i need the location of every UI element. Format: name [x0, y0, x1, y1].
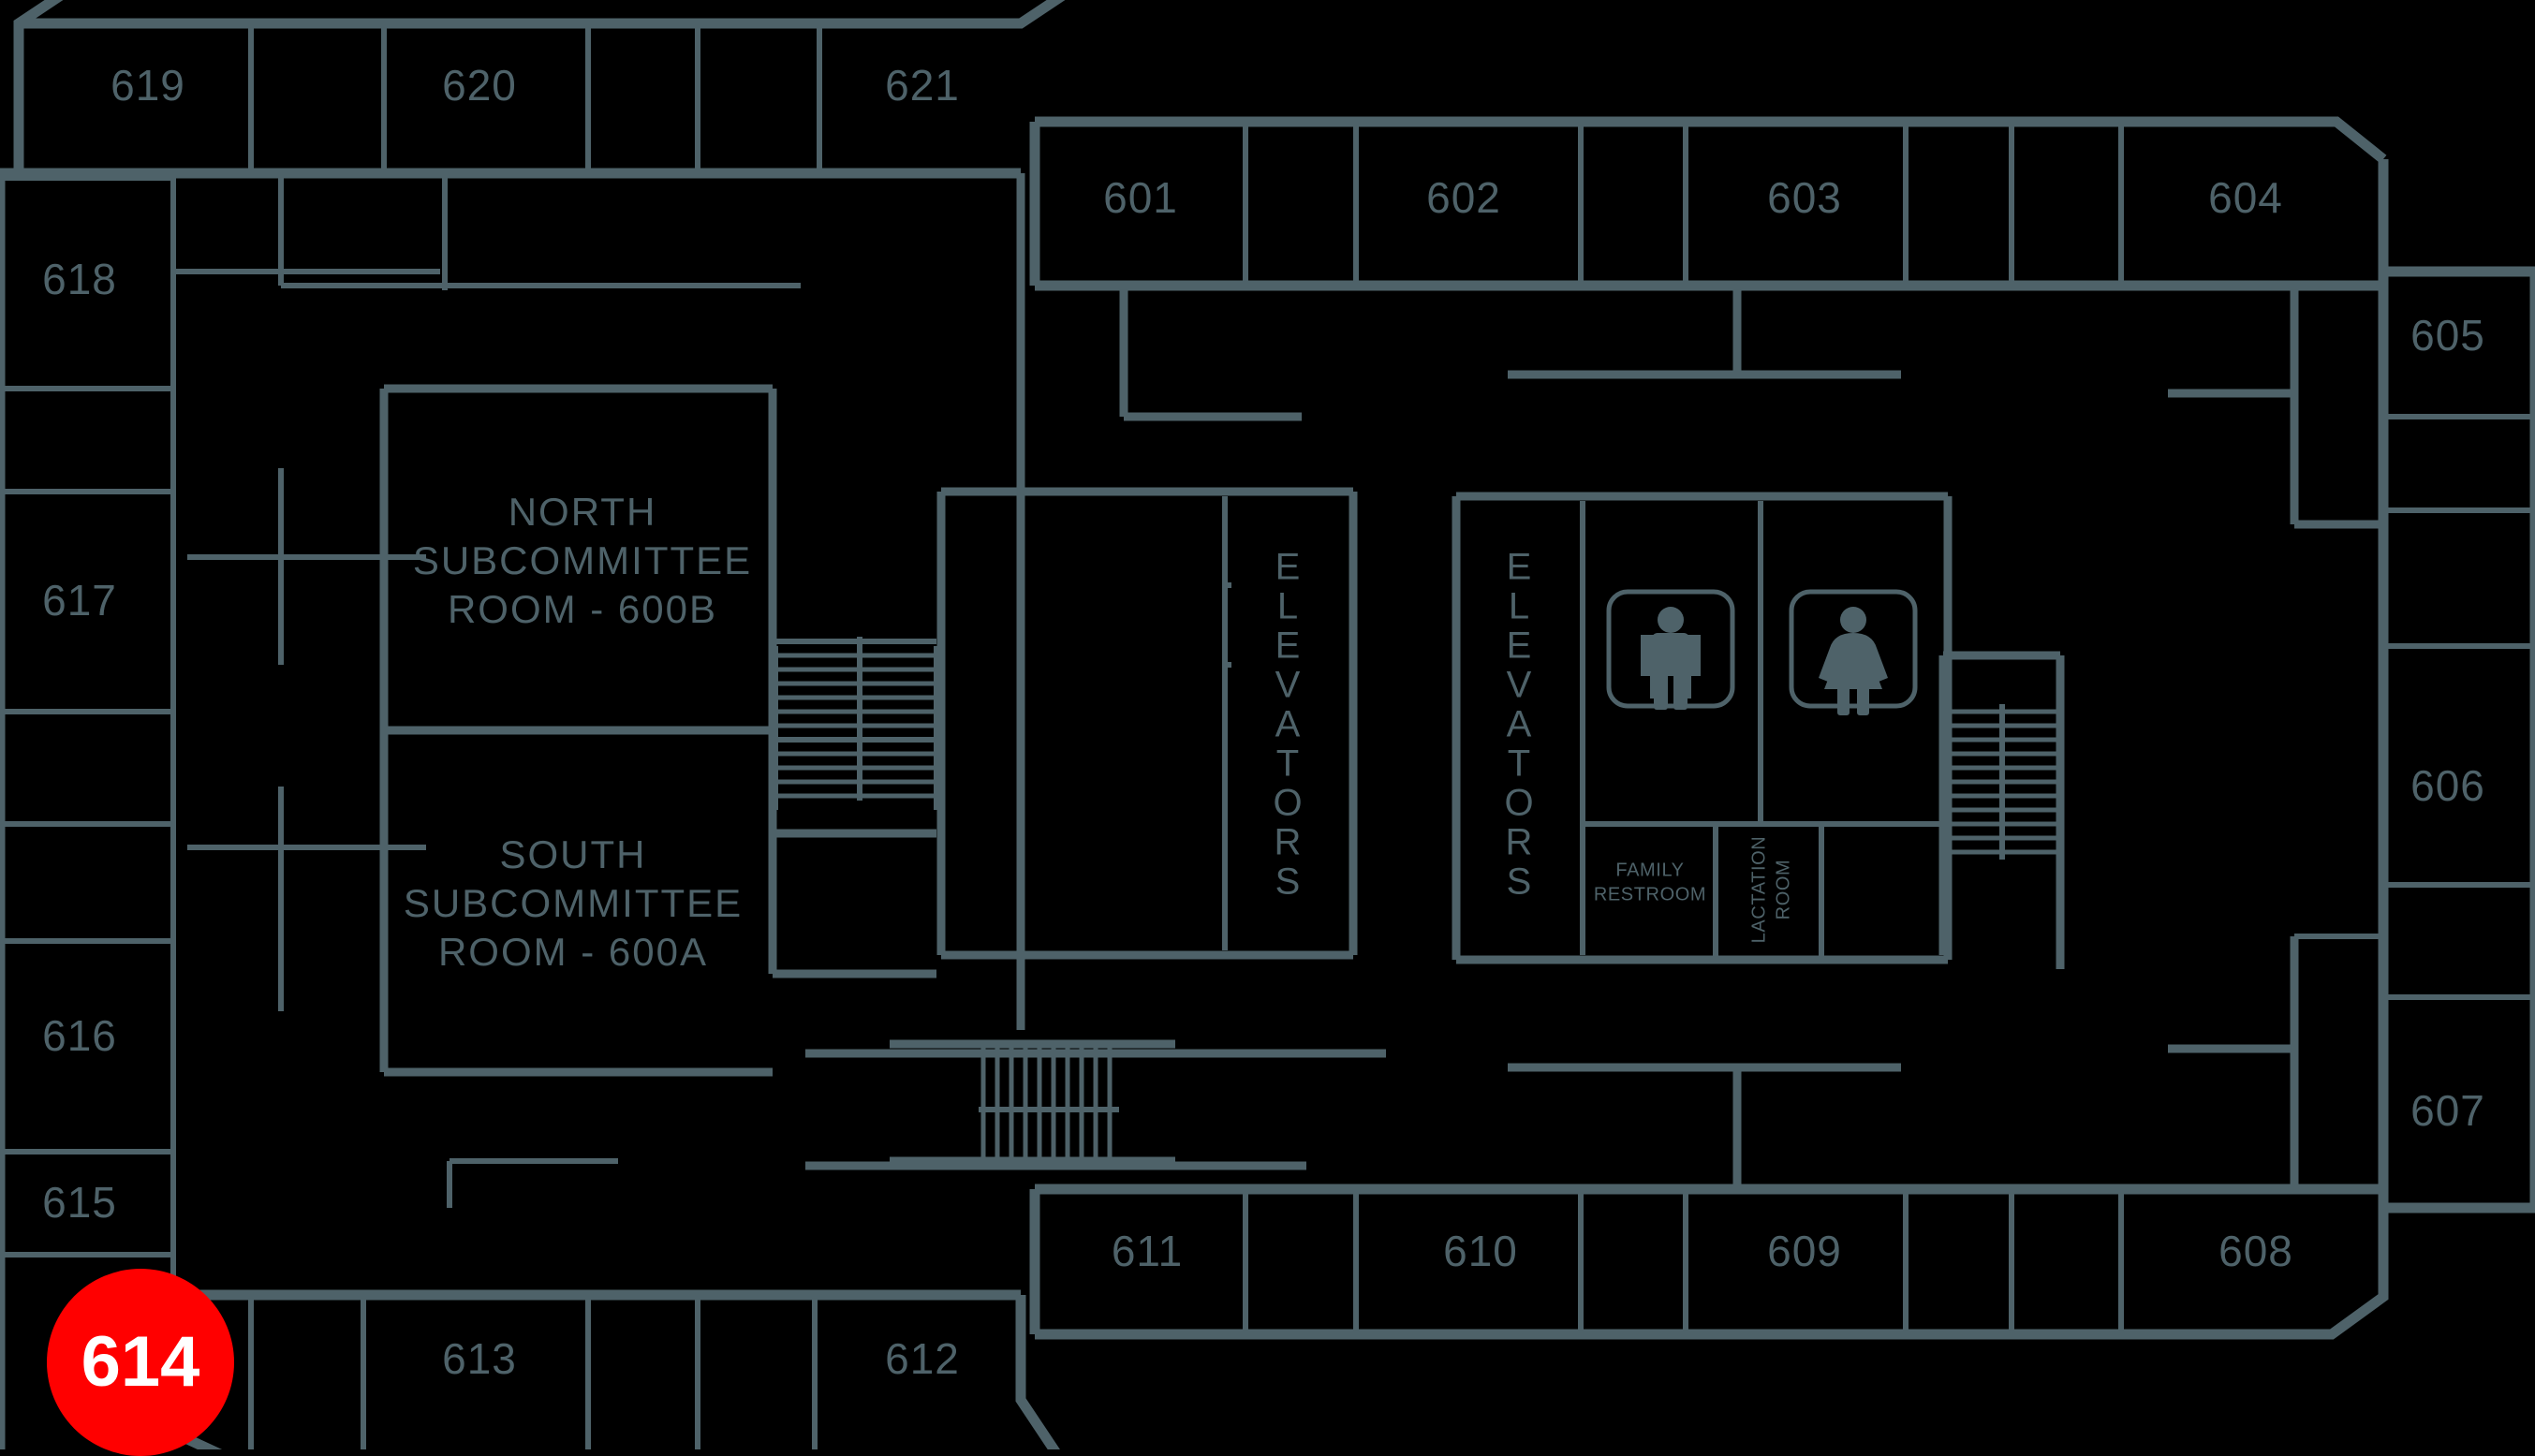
- room-label-611: 611: [1112, 1227, 1183, 1275]
- room-label-607: 607: [2410, 1086, 2485, 1135]
- elev-e-1: L: [1509, 586, 1529, 627]
- stairs-west-icon: [773, 637, 939, 810]
- room-label-602: 602: [1426, 173, 1501, 222]
- elev-e-0: E: [1507, 547, 1532, 588]
- mens-restroom-icon: [1606, 589, 1735, 710]
- elev-e-5: T: [1508, 743, 1530, 785]
- north-subcommittee-room-label: NORTH SUBCOMMITTEE ROOM - 600B: [413, 490, 752, 631]
- room-label-617: 617: [42, 576, 117, 625]
- room-label-618: 618: [42, 255, 117, 303]
- room-label-609: 609: [1767, 1227, 1842, 1275]
- room-label-610: 610: [1443, 1227, 1518, 1275]
- lactation-room-line1: LACTATION: [1748, 836, 1769, 944]
- location-marker-614[interactable]: 614: [47, 1269, 234, 1456]
- north-subcommittee-line1: NORTH: [508, 490, 657, 534]
- room-label-606: 606: [2410, 761, 2485, 810]
- north-subcommittee-line3: ROOM - 600B: [448, 587, 717, 631]
- lactation-room-line2: ROOM: [1773, 860, 1793, 920]
- elev-w-3: V: [1275, 665, 1301, 706]
- elev-w-8: S: [1275, 861, 1301, 903]
- stairs-south-icon: [890, 1039, 1175, 1166]
- location-marker-label: 614: [81, 1322, 200, 1402]
- elevators-west-label: E L E V A T O R S: [1273, 547, 1302, 903]
- room-label-612: 612: [885, 1334, 960, 1383]
- elev-e-4: A: [1507, 704, 1532, 745]
- room-label-621: 621: [885, 61, 960, 110]
- bottom-right-rooms-walls: [1243, 1191, 2124, 1330]
- room-label-601: 601: [1103, 173, 1178, 222]
- room-label-608: 608: [2218, 1227, 2293, 1275]
- elevator-bank-west: [936, 487, 1358, 960]
- interior-walls-left: [173, 178, 618, 1208]
- left-rooms-walls: [0, 175, 176, 1292]
- family-restroom-label: FAMILY RESTROOM: [1594, 860, 1706, 904]
- room-label-619: 619: [111, 61, 185, 110]
- corridor-partitions: [805, 290, 2383, 1189]
- elev-e-7: R: [1506, 822, 1533, 863]
- elev-e-3: V: [1507, 665, 1532, 706]
- elev-w-2: E: [1275, 625, 1301, 667]
- right-rooms-walls: [2383, 269, 2535, 1211]
- south-subcommittee-room-label: SOUTH SUBCOMMITTEE ROOM - 600A: [404, 832, 743, 974]
- room-label-615: 615: [42, 1178, 117, 1227]
- south-subcommittee-line2: SUBCOMMITTEE: [404, 881, 743, 925]
- room-label-616: 616: [42, 1011, 117, 1060]
- elev-e-6: O: [1504, 783, 1533, 824]
- elev-w-1: L: [1277, 586, 1298, 627]
- room-label-603: 603: [1767, 173, 1842, 222]
- lactation-room-label: LACTATION ROOM: [1748, 836, 1793, 944]
- north-subcommittee-line2: SUBCOMMITTEE: [413, 538, 752, 582]
- elevators-east-label: E L E V A T O R S: [1504, 547, 1533, 903]
- family-restroom-line1: FAMILY: [1615, 860, 1684, 880]
- elev-e-2: E: [1507, 625, 1532, 667]
- family-restroom-line2: RESTROOM: [1594, 884, 1706, 904]
- elev-w-4: A: [1275, 704, 1301, 745]
- core-east-block: [1452, 492, 1953, 964]
- elev-w-7: R: [1275, 822, 1302, 863]
- elev-w-0: E: [1275, 547, 1301, 588]
- elev-w-6: O: [1273, 783, 1302, 824]
- elev-e-8: S: [1507, 861, 1532, 903]
- room-label-613: 613: [442, 1334, 517, 1383]
- top-right-rooms-walls: [1243, 125, 2124, 283]
- elev-w-5: T: [1276, 743, 1299, 785]
- room-label-605: 605: [2410, 311, 2485, 360]
- south-subcommittee-line1: SOUTH: [500, 832, 647, 876]
- top-left-rooms-walls: [248, 23, 1025, 1030]
- room-label-620: 620: [442, 61, 517, 110]
- south-subcommittee-line3: ROOM - 600A: [438, 930, 708, 974]
- room-label-604: 604: [2208, 173, 2283, 222]
- stairs-east-icon: [1873, 651, 2065, 969]
- bottom-left-rooms-walls: [248, 1297, 818, 1449]
- womens-restroom-icon: [1789, 589, 1918, 715]
- room-labels: 619 620 621 601 602 603 604 605 606 607 …: [42, 61, 2485, 1383]
